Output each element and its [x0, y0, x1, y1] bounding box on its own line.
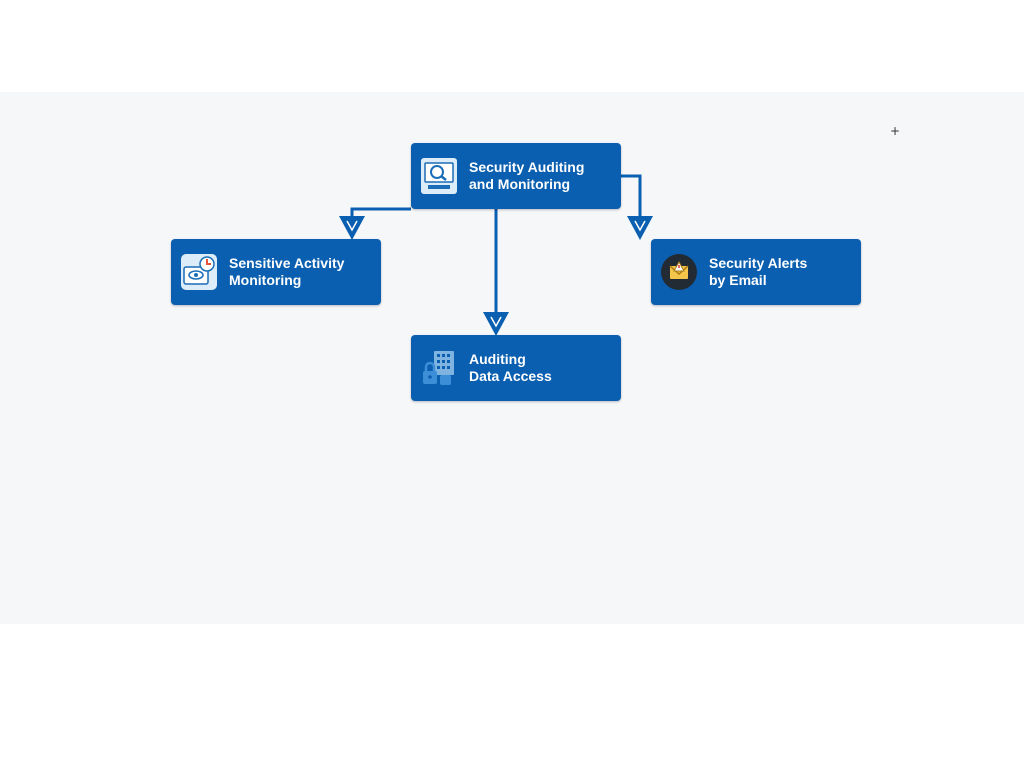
node-label: Security Alerts by Email: [709, 255, 808, 288]
audit-monitor-icon: [420, 157, 458, 195]
node-sensitive-activity-monitoring[interactable]: Sensitive Activity Monitoring: [171, 239, 381, 305]
node-label: Security Auditing and Monitoring: [469, 159, 585, 192]
node-label: Auditing Data Access: [469, 351, 552, 384]
node-auditing-data-access[interactable]: Auditing Data Access: [411, 335, 621, 401]
data-access-icon: [420, 349, 458, 387]
node-label: Sensitive Activity Monitoring: [229, 255, 345, 288]
node-security-alerts-by-email[interactable]: Security Alerts by Email: [651, 239, 861, 305]
email-alert-icon: [660, 253, 698, 291]
crosshair-cursor-icon: +: [890, 124, 901, 138]
node-security-auditing-and-monitoring[interactable]: Security Auditing and Monitoring: [411, 143, 621, 209]
activity-monitor-icon: [180, 253, 218, 291]
